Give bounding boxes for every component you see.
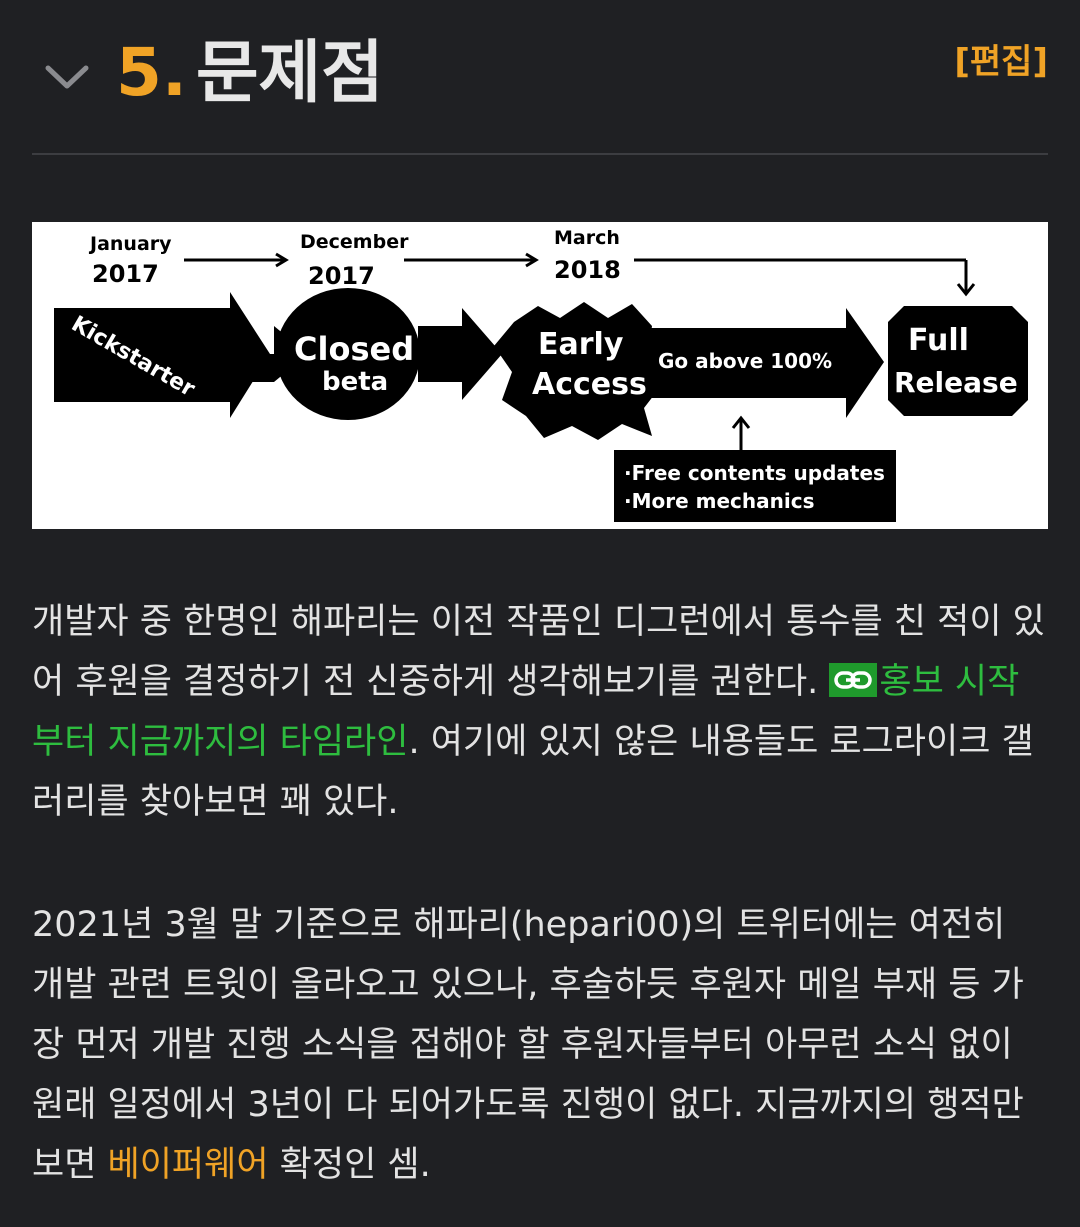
date-month-1: January bbox=[88, 233, 172, 255]
stage-release: Release ! bbox=[894, 366, 1040, 399]
vaporware-link[interactable]: 베이퍼웨어 bbox=[107, 1145, 269, 1185]
paragraph-1: 개발자 중 한명인 해파리는 이전 작품인 디그런에서 통수를 친 적이 있어 … bbox=[32, 592, 1048, 832]
date-month-2: December bbox=[300, 231, 409, 253]
stage-closed: Closed bbox=[294, 330, 414, 368]
date-month-3: March bbox=[554, 227, 620, 249]
paragraph-2-text-b: 확정인 셈. bbox=[268, 1145, 431, 1185]
section-divider bbox=[32, 153, 1048, 155]
date-year-1: 2017 bbox=[92, 260, 159, 288]
timeline-image: January 2017 December 2017 March 2018 Ki… bbox=[32, 222, 1048, 529]
paragraph-2: 2021년 3월 말 기준으로 해파리(hepari00)의 트위터에는 여전히… bbox=[32, 895, 1048, 1195]
edit-link[interactable]: [편집] bbox=[954, 42, 1048, 82]
paragraph-1-text-a: 개발자 중 한명인 해파리는 이전 작품인 디그런에서 통수를 친 적이 있어 … bbox=[32, 602, 1045, 702]
update-line-2: ·More mechanics bbox=[624, 489, 814, 513]
chevron-down-icon[interactable] bbox=[44, 62, 90, 92]
arrow-note: Go above 100% bbox=[658, 349, 832, 373]
stage-early: Early bbox=[538, 327, 624, 362]
date-year-3: 2018 bbox=[554, 256, 621, 284]
stage-access: Access bbox=[532, 367, 647, 402]
paragraph-1-text-b: . 여기에 있지 않은 내용들도 로그라이크 갤러리를 찾아보면 꽤 있다. bbox=[32, 722, 1034, 822]
update-line-1: ·Free contents updates bbox=[624, 461, 885, 485]
stage-beta: beta bbox=[322, 367, 388, 397]
link-icon bbox=[829, 663, 878, 697]
section-title: 문제점 bbox=[196, 34, 384, 113]
paragraph-2-text-a: 2021년 3월 말 기준으로 해파리(hepari00)의 트위터에는 여전히… bbox=[32, 905, 1024, 1185]
stage-full: Full bbox=[908, 323, 969, 358]
section-number: 5. bbox=[116, 34, 187, 111]
timeline-link[interactable]: 홍보 시작부터 지금까지의 타임라인 bbox=[32, 662, 1020, 762]
date-year-2: 2017 bbox=[308, 262, 375, 290]
section-header: 5. 문제점 [편집] bbox=[0, 0, 1080, 155]
